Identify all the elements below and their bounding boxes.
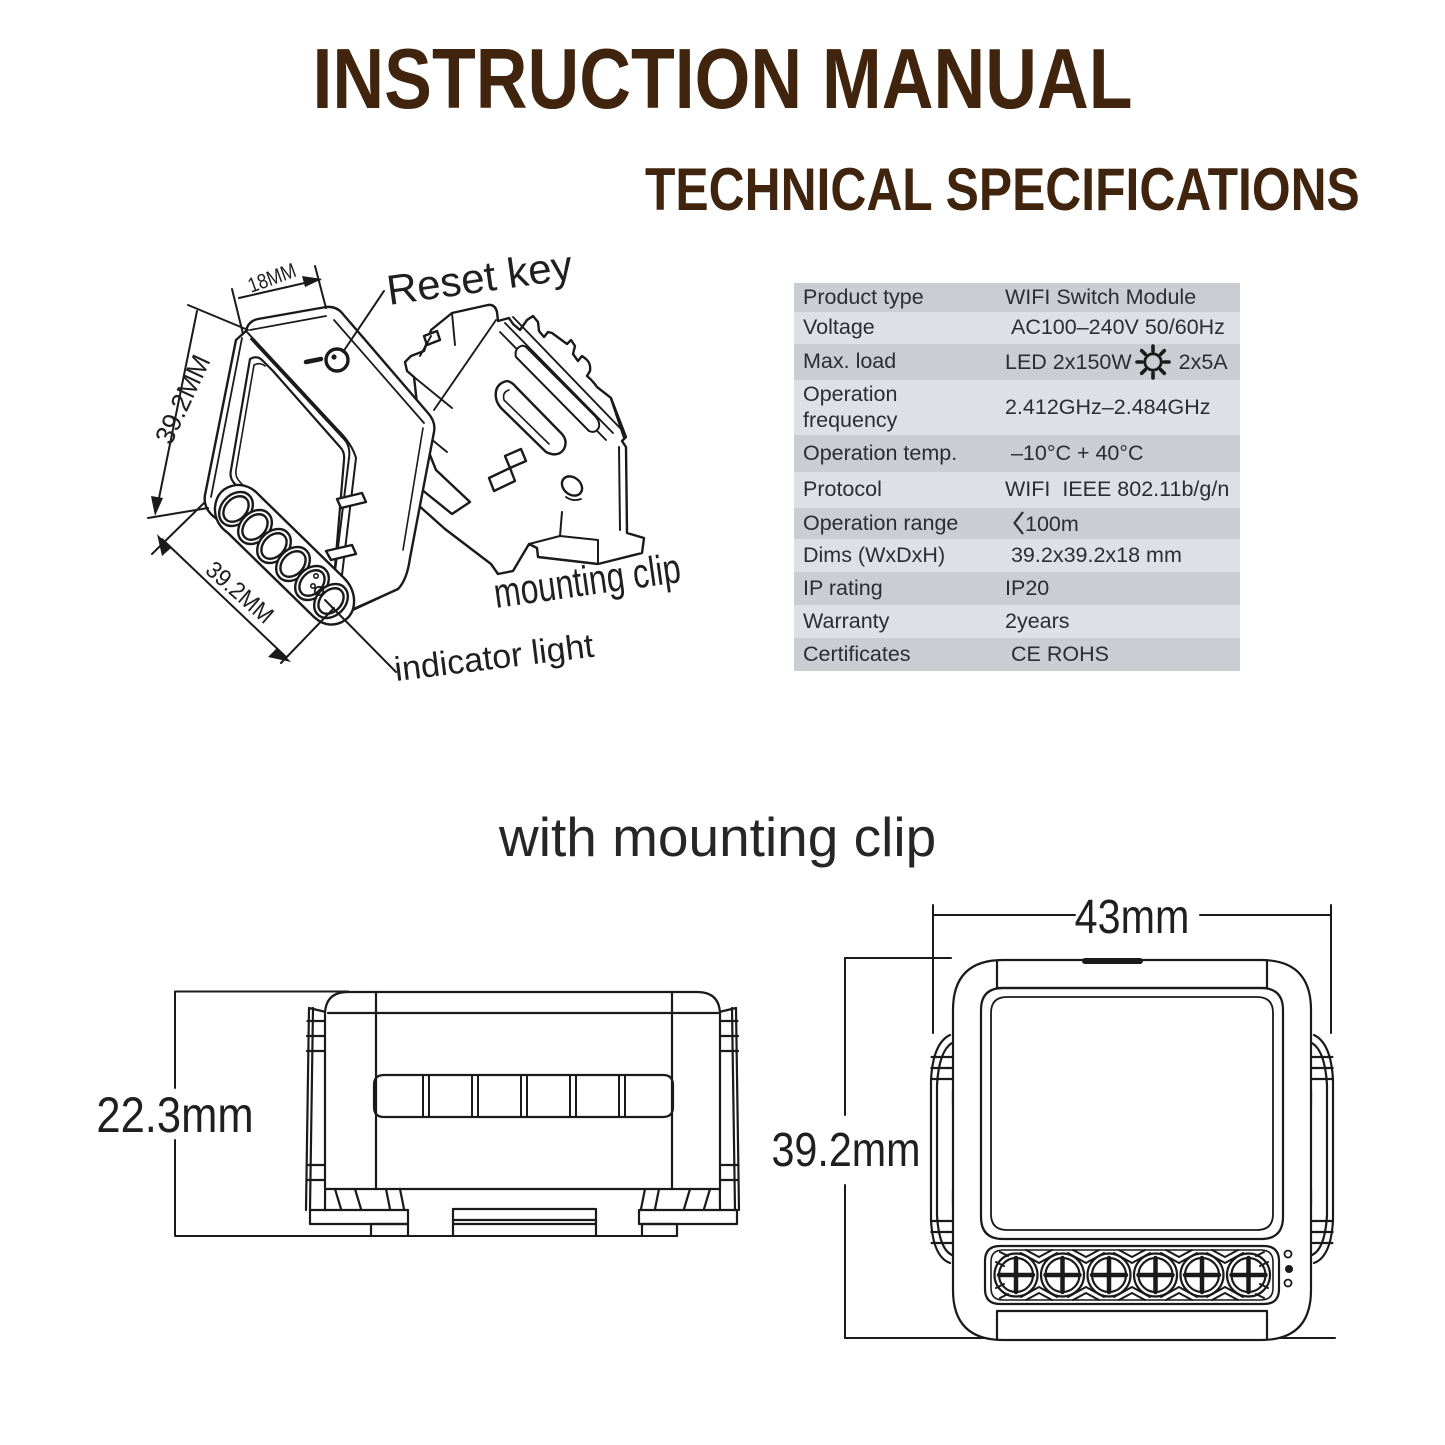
svg-text:Reset key: Reset key bbox=[384, 241, 575, 314]
svg-text:39.2MM: 39.2MM bbox=[149, 350, 217, 449]
svg-text:43mm: 43mm bbox=[1075, 890, 1190, 944]
svg-text:18MM: 18MM bbox=[245, 259, 300, 298]
svg-text:indicator light: indicator light bbox=[392, 627, 596, 689]
svg-text:39.2mm: 39.2mm bbox=[771, 1123, 920, 1177]
svg-text:22.3mm: 22.3mm bbox=[96, 1087, 253, 1142]
